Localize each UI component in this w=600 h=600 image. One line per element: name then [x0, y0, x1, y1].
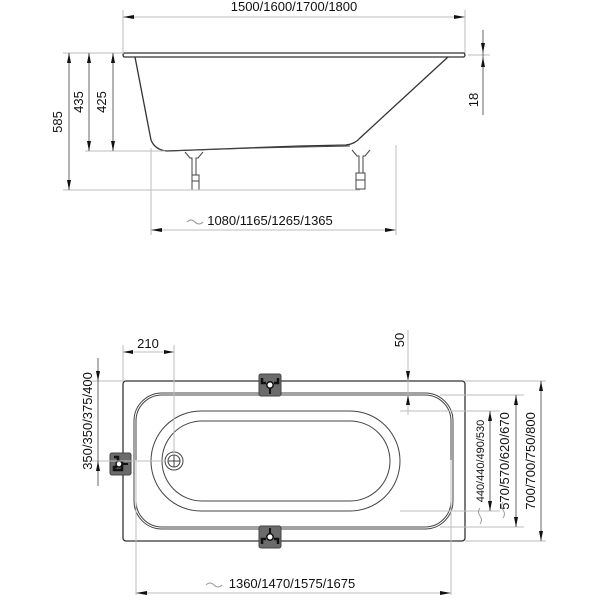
holder-position-label: 350/350/375/400 [80, 372, 95, 470]
rim-offset-label: 50 [392, 333, 407, 347]
overall-width-label: 700/700/750/800 [523, 412, 538, 510]
leg-left [184, 151, 204, 191]
height-585-label: 585 [50, 111, 65, 133]
rim-thickness-label: 18 [466, 93, 481, 107]
bottom-width-label: 440/440/490/530 [475, 420, 487, 503]
side-view: 1500/1600/1700/1800 585 435 [50, 0, 490, 235]
holder-bottom-icon [258, 525, 282, 549]
overall-length-label: 1500/1600/1700/1800 [231, 0, 358, 14]
bottom-length-label: 1080/1165/1265/1365 [207, 213, 333, 228]
height-425-label: 425 [94, 91, 109, 113]
holder-left-icon [109, 452, 132, 476]
leg-right [351, 149, 371, 190]
inner-length-label: 1360/1470/1575/1675 [229, 576, 356, 591]
drain-offset-label: 210 [137, 336, 159, 351]
top-view: 210 350/350/375/400 50 440/440/490/530 5… [80, 330, 546, 595]
holder-top-icon [258, 373, 282, 397]
height-435-label: 435 [71, 91, 86, 113]
inner-width-label: 570/570/620/670 [497, 412, 512, 510]
